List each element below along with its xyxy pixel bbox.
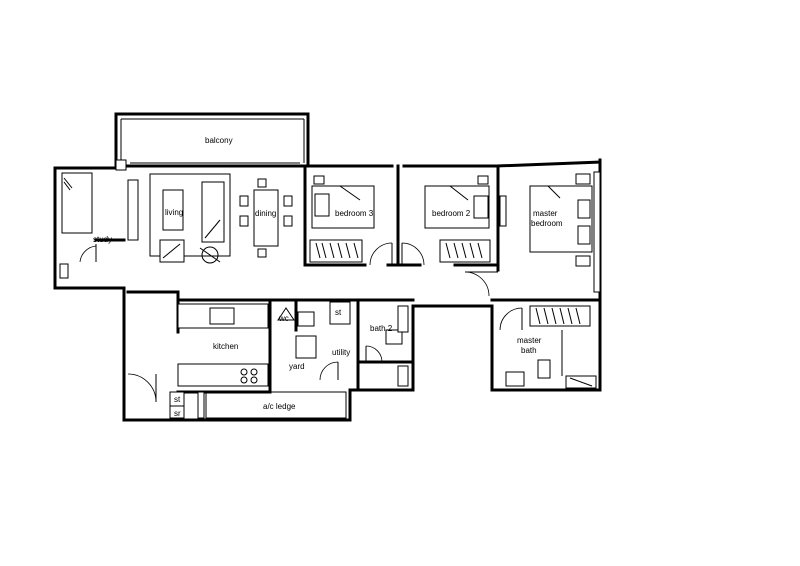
living-furniture [127,173,231,264]
room-label-st-upper: st [335,308,342,317]
bedroom2-furniture [401,175,507,266]
kitchen-area [127,303,269,419]
room-label-bedroom-3: bedroom 3 [335,209,374,218]
service-area [277,298,415,387]
ac-ledge-area [205,391,347,419]
balcony-area [114,112,310,171]
room-labels: balcony study living dining bedroom 3 be… [93,136,563,418]
study-furniture [59,172,97,279]
room-label-st-lower: st [174,395,181,404]
room-label-bath-2: bath 2 [370,324,393,333]
dining-furniture [239,178,293,258]
room-label-master-bedroom-1: master [533,209,558,218]
master-bedroom-furniture [464,171,601,297]
room-label-bedroom-2: bedroom 2 [432,209,471,218]
room-label-master-bath-1: master [517,336,542,345]
room-label-study: study [93,235,112,244]
master-bath-area [499,305,597,389]
bedroom3-furniture [309,175,393,266]
room-label-sr: sr [174,409,181,418]
room-label-wc: wc [278,314,289,323]
room-label-master-bedroom-2: bedroom [531,219,563,228]
room-label-dining: dining [255,209,276,218]
room-label-living: living [165,208,183,217]
room-label-kitchen: kitchen [213,342,238,351]
interior-walls [94,164,602,394]
room-label-ac-ledge: a/c ledge [263,402,296,411]
exterior-walls [53,158,602,422]
room-label-balcony: balcony [205,136,233,145]
room-label-yard: yard [289,362,305,371]
room-label-utility: utility [332,348,350,357]
room-label-master-bath-2: bath [521,346,537,355]
